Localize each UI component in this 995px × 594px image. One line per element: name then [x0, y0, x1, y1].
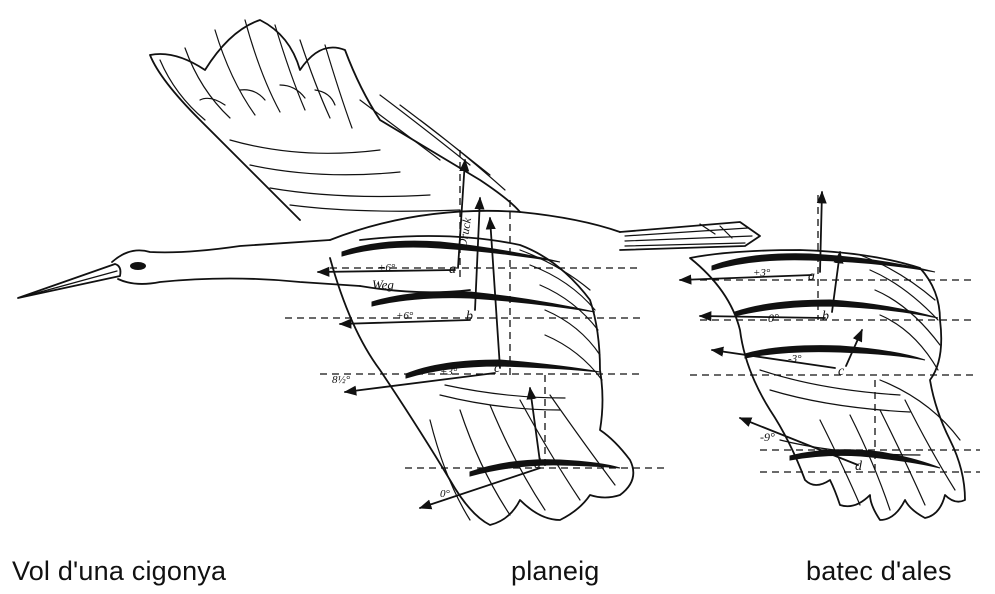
flap-point-c: c: [838, 364, 845, 379]
glide-foil-b: [372, 292, 595, 312]
caption-stork-flight: Vol d'una cigonya: [12, 556, 226, 587]
glide-angle-outer: 8½°: [332, 374, 351, 386]
flap-point-a: a: [808, 269, 815, 284]
stork-upper-wing: [150, 20, 520, 220]
caption-gliding: planeig: [511, 556, 599, 587]
flap-point-d: d: [855, 459, 863, 474]
glide-point-b: b: [466, 309, 473, 324]
flap-angle-d: -9°: [760, 430, 775, 444]
flap-force-lines: [680, 192, 980, 472]
stork-tail: [620, 222, 760, 250]
caption-wing-flapping: batec d'ales: [806, 556, 952, 587]
flap-foil-b: [735, 300, 938, 318]
flap-angle-c: -3°: [788, 353, 802, 365]
glide-angle-a: +6°: [378, 262, 396, 274]
glide-druck-label: Druck: [455, 216, 474, 250]
stork-beak: [18, 264, 120, 298]
glide-angle-c: +3°: [440, 366, 458, 378]
glide-force-lines: [285, 150, 665, 508]
glide-foil-c: [406, 360, 600, 378]
stork-head-neck: [112, 240, 360, 286]
glide-foil-a: [342, 241, 560, 262]
glide-weg-label: Weg: [372, 277, 394, 292]
flap-foil-c: [745, 346, 925, 360]
glide-angle-b: +6°: [396, 310, 414, 322]
flapping-wing: [690, 250, 965, 520]
glide-point-d: d: [534, 457, 542, 472]
glide-angle-d: 0°: [440, 488, 451, 500]
flap-point-b: b: [822, 309, 829, 324]
stork-eye: [130, 262, 146, 270]
glide-point-a: a: [449, 262, 456, 277]
flap-angle-a: +3°: [753, 267, 771, 279]
flap-angle-b: 0°: [768, 311, 779, 325]
glide-point-c: c: [494, 361, 501, 376]
flap-foil-d: [790, 450, 940, 468]
